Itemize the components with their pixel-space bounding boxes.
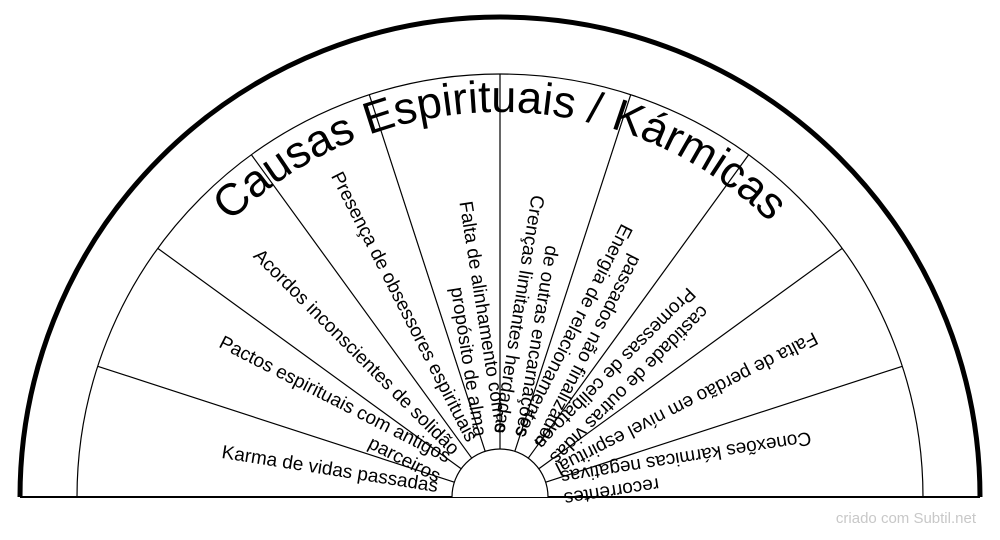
segment-divider [157,247,462,470]
segment-divider [250,154,473,459]
segment-divider [538,247,843,470]
center-arc [451,448,549,498]
outer-arc [17,14,983,498]
segment-divider [545,365,903,483]
segment-divider [97,365,455,483]
credit-text: criado com Subtil.net [835,510,976,527]
segment-divider [368,94,486,452]
segment-divider [514,94,632,452]
segment-divider [527,154,750,459]
